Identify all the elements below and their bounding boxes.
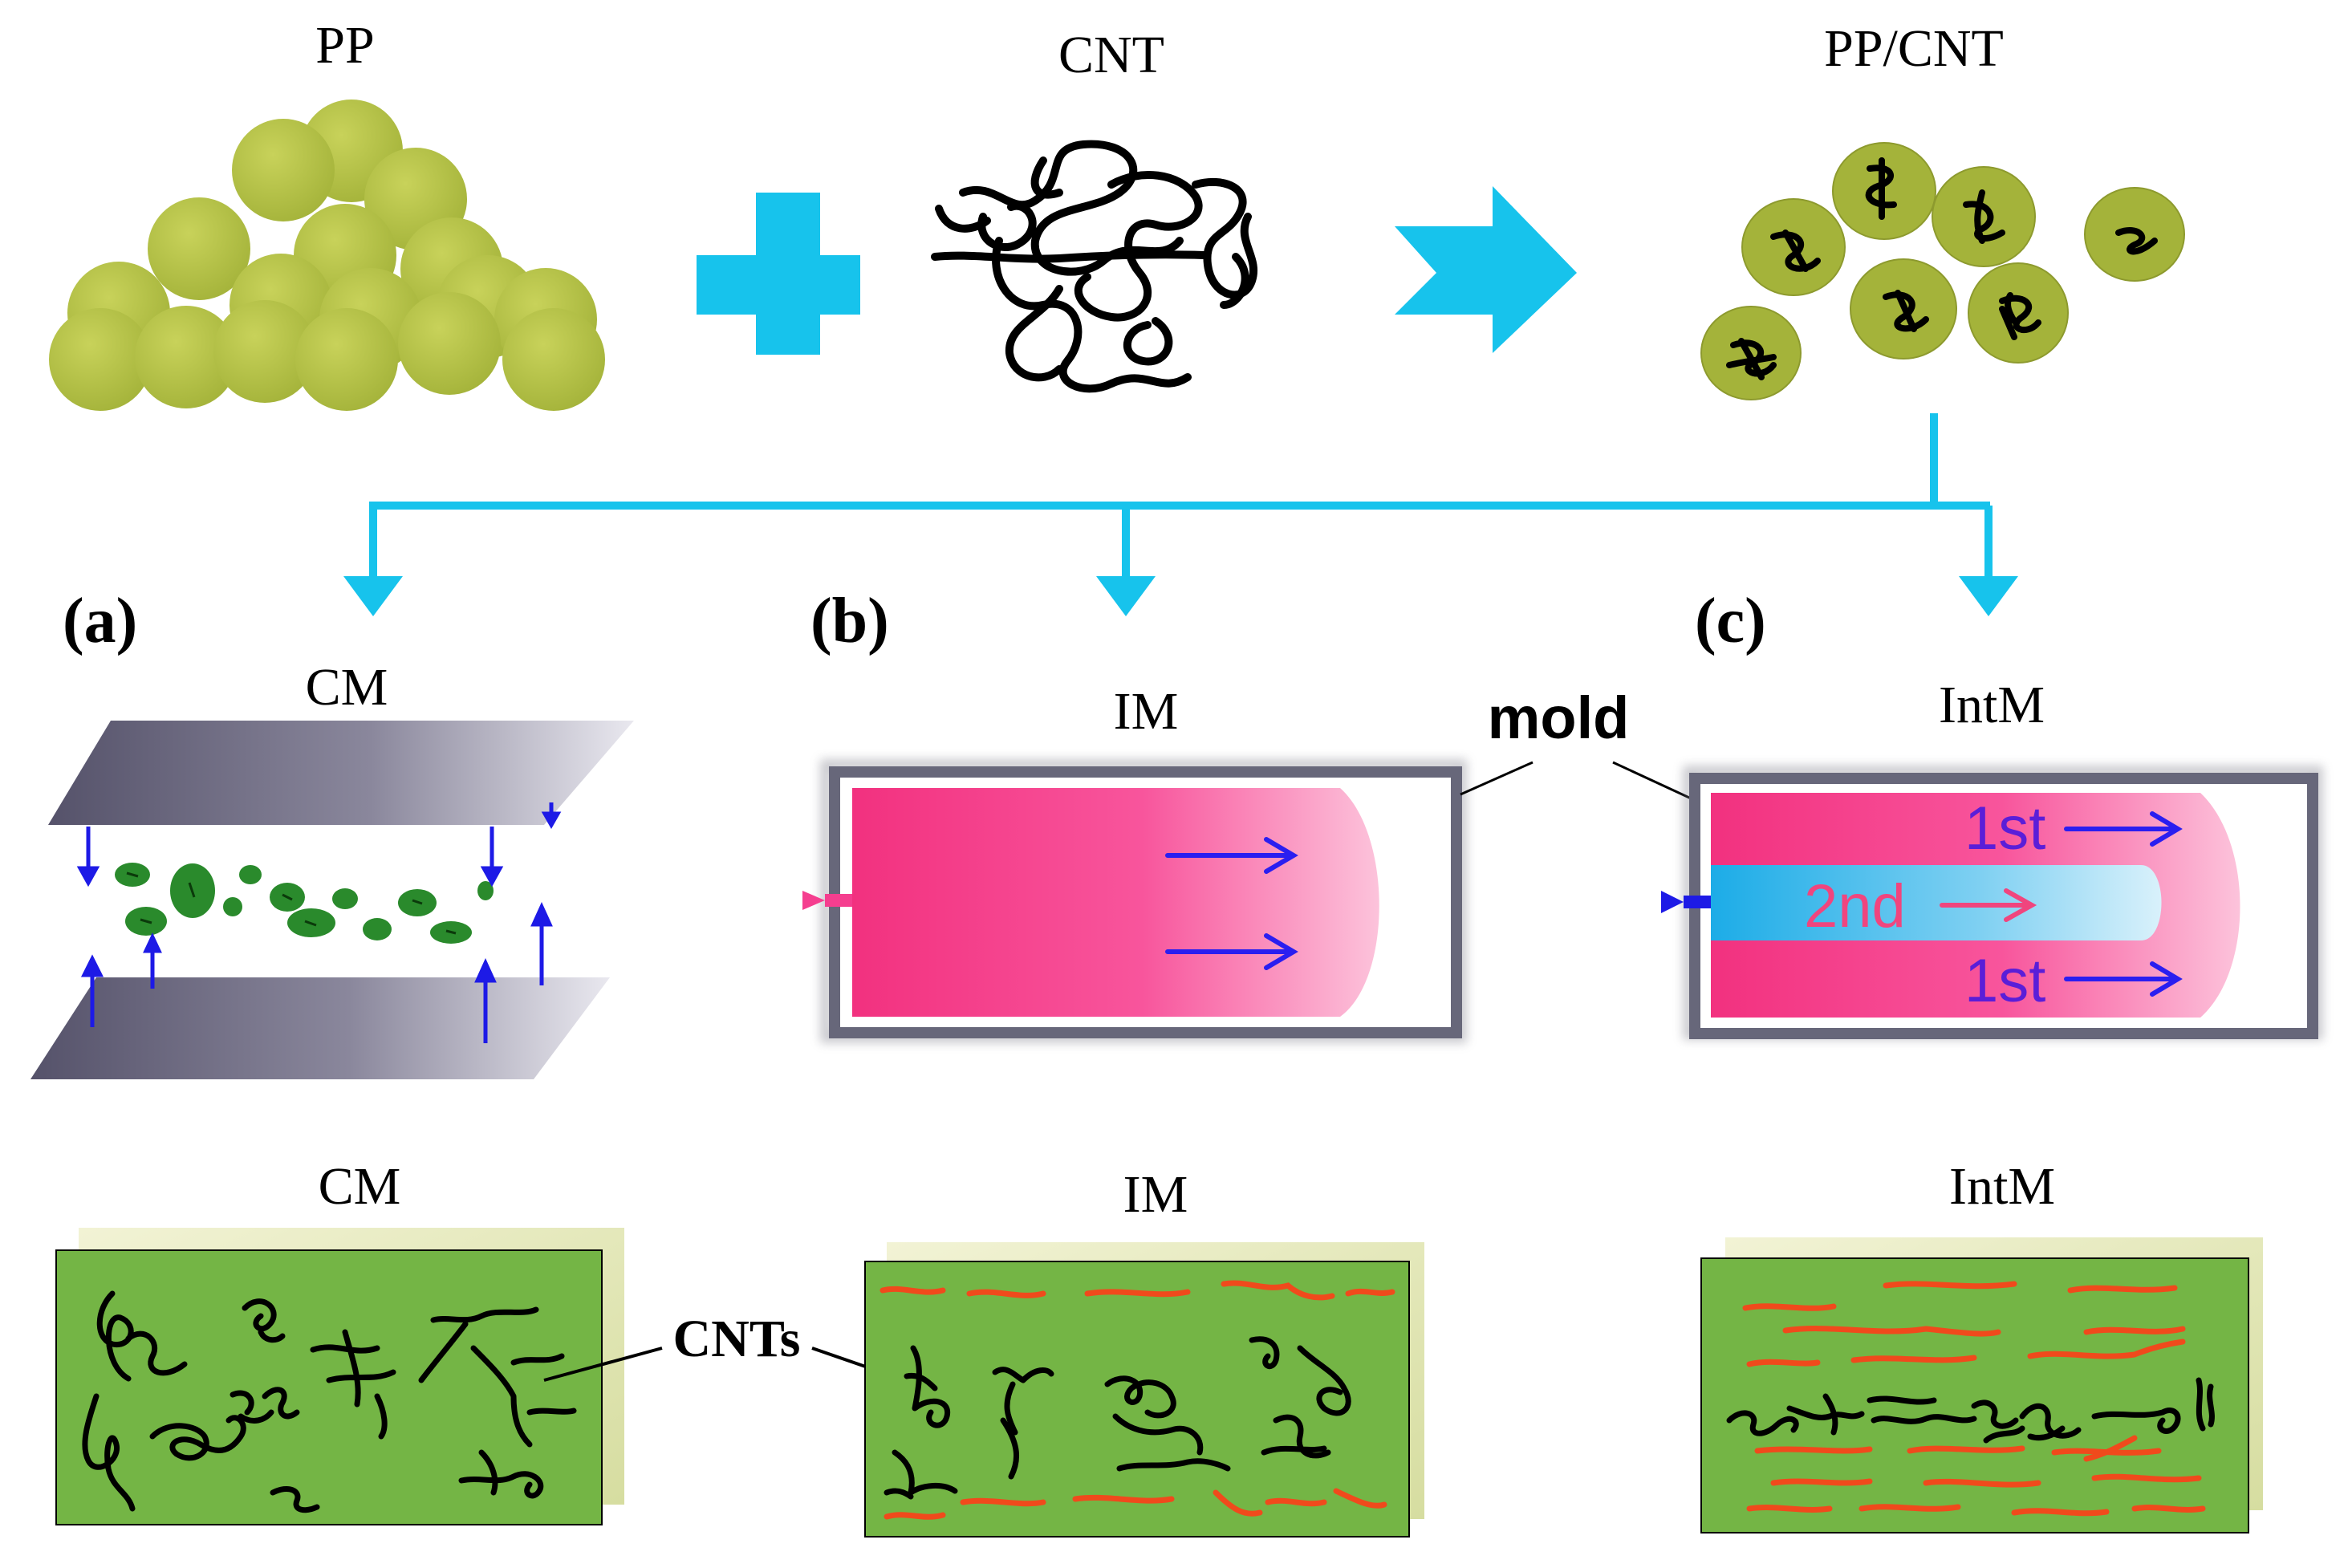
panel-c-method: IntM	[1939, 676, 2045, 734]
melt-particles	[115, 863, 494, 944]
second-shot-label: 2nd	[1804, 872, 1906, 940]
mold-pointer-lines	[1460, 761, 1700, 804]
flow-arrows-c	[2064, 811, 2183, 997]
cnts-label: CNTs	[673, 1310, 801, 1368]
cnt-tangle	[931, 140, 1257, 393]
panel-a-method: CM	[306, 658, 388, 717]
panel-a-letter: (a)	[63, 586, 137, 656]
second-gate-icon	[1661, 891, 1711, 913]
pressure-arrows	[76, 802, 562, 1043]
plus-icon	[697, 193, 860, 355]
pp-label: PP	[315, 16, 374, 75]
second-arrow	[1940, 888, 2037, 922]
second-shot-melt	[1711, 865, 2162, 940]
interval-injection-mold	[1661, 766, 2323, 1040]
distribution-lines	[369, 413, 1993, 586]
panel-b-letter: (b)	[810, 586, 889, 656]
chevron-arrow-icon	[1395, 186, 1577, 353]
intm-morphology	[1700, 1237, 2263, 1533]
im-morphology	[864, 1242, 1424, 1538]
injection-gate-icon	[802, 891, 852, 910]
panel-c-letter: (c)	[1695, 586, 1766, 656]
ppcnt-pellets	[1700, 142, 2185, 400]
top-plate	[48, 721, 634, 825]
compression-mold	[30, 721, 634, 1079]
cm-morphology	[55, 1228, 624, 1525]
down-arrow-icons	[343, 576, 2018, 616]
bottom-plate	[30, 977, 610, 1079]
melt-front	[852, 788, 1379, 1017]
flow-arrows	[1165, 837, 1298, 970]
pp-cnt-label: PP/CNT	[1824, 19, 2004, 78]
pp-pellet-pile	[49, 100, 605, 411]
first-shot-top-label: 1st	[1964, 794, 2045, 863]
bottom-intm-label: IntM	[1949, 1157, 2055, 1216]
panel-b-method: IM	[1114, 682, 1179, 741]
mold-label: mold	[1488, 684, 1630, 751]
cnt-label: CNT	[1058, 26, 1164, 84]
first-shot-bottom-label: 1st	[1964, 947, 2045, 1015]
bottom-cm-label: CM	[319, 1157, 401, 1216]
bottom-im-label: IM	[1123, 1165, 1188, 1224]
injection-mold	[802, 759, 1467, 1043]
